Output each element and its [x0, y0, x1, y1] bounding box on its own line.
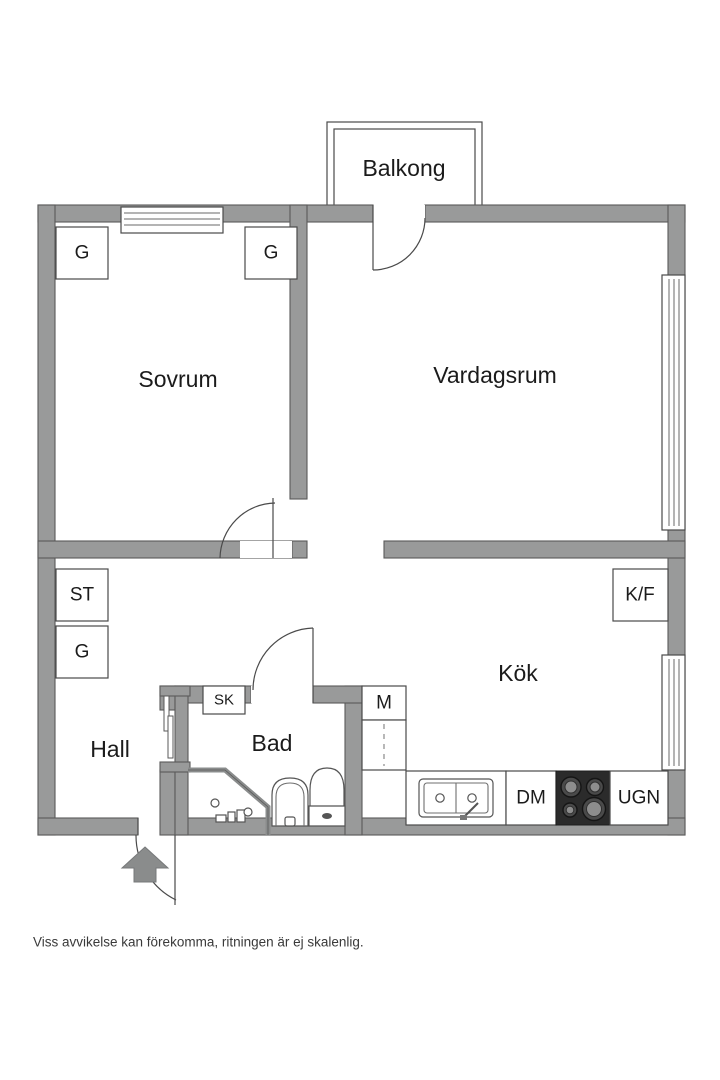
window-bedroom-top: [120, 206, 224, 234]
window-kitchen-right: [661, 654, 686, 771]
bathroom-door: [251, 627, 314, 703]
appliance-label: DM: [516, 788, 546, 809]
interior-walls: [37, 204, 686, 836]
closet-kf-kok: K/F: [612, 568, 669, 622]
appliance-dm-dishwasher: DM: [505, 770, 557, 826]
hall-sliding-door: [163, 695, 174, 759]
closet-st-hall: ST: [55, 568, 109, 622]
room-label-kok: Kök: [498, 660, 538, 686]
room-label-hall: Hall: [90, 736, 130, 762]
room-label-sovrum: Sovrum: [138, 366, 217, 392]
room-label-balkong: Balkong: [362, 155, 445, 181]
entry-arrow-icon: [120, 846, 170, 883]
closet-label: G: [75, 243, 90, 264]
balcony-door: [372, 205, 426, 271]
kitchen-counter: [405, 770, 507, 826]
closet-label: G: [75, 642, 90, 663]
closet-label: ST: [70, 585, 95, 606]
entry-door: [120, 818, 177, 905]
appliance-label: UGN: [618, 788, 660, 809]
washing-machine-slot: M: [361, 685, 407, 771]
bedroom-door: [219, 498, 292, 559]
bathroom-fixtures: [188, 767, 346, 835]
wash-basin: [271, 777, 309, 827]
closet-sk-bad: SK: [202, 685, 246, 715]
toilet: [308, 767, 346, 827]
closet-g-sovrum-left: G: [55, 226, 109, 280]
room-label-bad: Bad: [252, 730, 293, 756]
closet-label: K/F: [625, 585, 655, 606]
appliance-ugn-oven: UGN: [609, 770, 669, 826]
shower-fittings: [215, 807, 253, 823]
closet-g-hall: G: [55, 625, 109, 679]
window-living-right: [661, 274, 686, 531]
closet-label: SK: [214, 692, 234, 709]
room-label-vardagsrum: Vardagsrum: [433, 362, 557, 388]
washer-label: M: [376, 693, 392, 714]
cooktop: [555, 770, 611, 826]
closet-g-sovrum-right: G: [244, 226, 298, 280]
closet-label: G: [264, 243, 279, 264]
disclaimer-caption: Viss avvikelse kan förekomma, ritningen …: [33, 935, 364, 950]
